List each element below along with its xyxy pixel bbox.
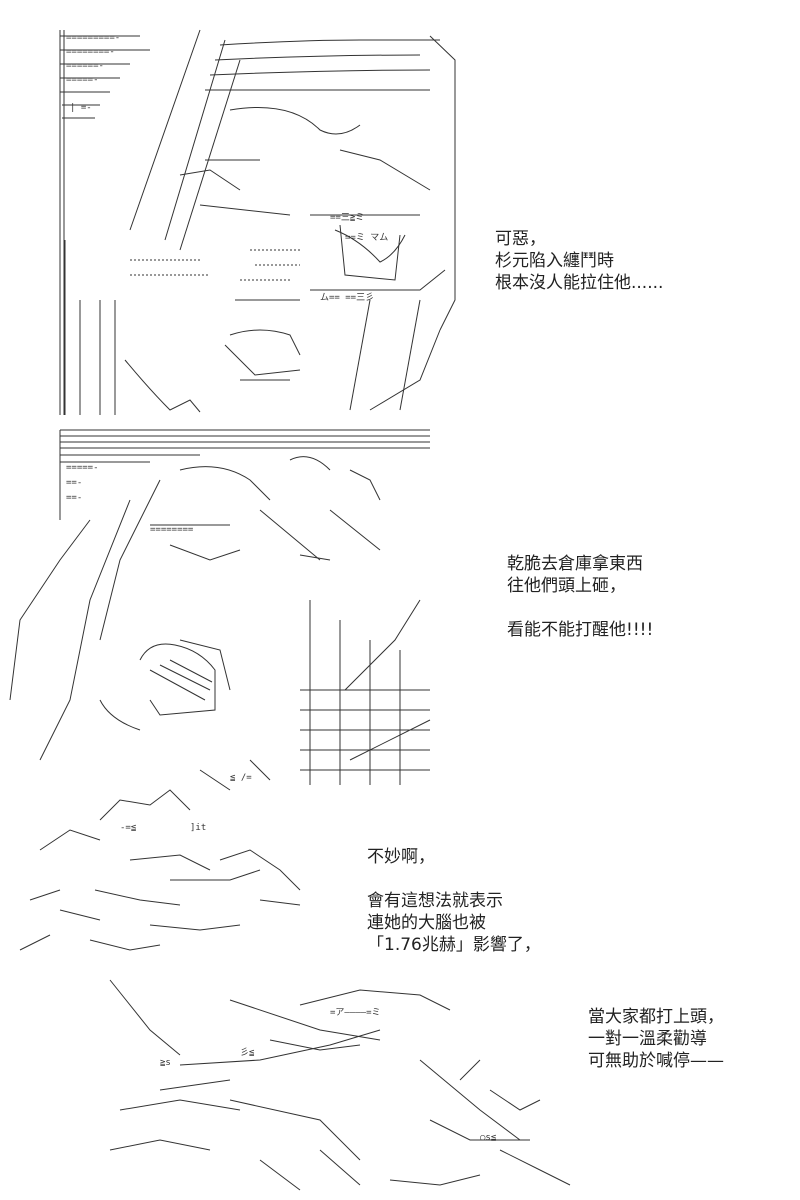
svg-text:=========-: =========- [66,33,120,43]
panel-4-dialog: 當大家都打上頭， 一對一溫柔勸導 可無助於喊停—— [588,1006,724,1072]
dialog-line: 根本沒人能拉住他...... [495,273,664,293]
svg-text:==-: ==- [66,493,82,503]
dialog-line: 會有這想法就表示 [367,891,503,911]
svg-text:==三≧ミ: ==三≧ミ [330,213,364,223]
dialog-line: 一對一溫柔勸導 [588,1029,707,1049]
svg-text:○s≦: ○s≦ [480,1133,497,1143]
dialog-line: 杉元陷入纏鬥時 [495,251,614,271]
svg-text:≧s: ≧s [160,1058,171,1068]
svg-text:=ア————=ミ: =ア————=ミ [330,1008,381,1018]
svg-text:======-: ======- [66,61,104,71]
panel-1-dialog: 可惡， 杉元陷入纏鬥時 根本沒人能拉住他...... [495,228,663,294]
dialog-line: 看能不能打醒他!!!! [507,620,654,640]
dialog-line: 連她的大腦也被 [367,913,486,933]
svg-text:ム== ==三彡: ム== ==三彡 [320,292,374,303]
dialog-line: 當大家都打上頭， [588,1007,724,1027]
svg-text:========: ======== [150,525,194,535]
svg-text:========-: ========- [66,47,115,57]
dialog-line: 可惡， [495,229,546,249]
dialog-line: 不妙啊， [367,847,435,867]
svg-text:≦ /=: ≦ /= [230,773,252,783]
dialog-line: 乾脆去倉庫拿東西 [507,554,643,574]
svg-text:=====-: =====- [66,463,99,473]
panel-3-dialog: 不妙啊， 會有這想法就表示 連她的大腦也被 「1.76兆赫」影響了， [367,846,541,956]
svg-text:| =-: | =- [70,103,92,113]
panel-2-dialog: 乾脆去倉庫拿東西 往他們頭上砸， 看能不能打醒他!!!! [507,553,653,641]
svg-text:]it: ]it [190,823,206,833]
svg-text:==-: ==- [66,478,82,488]
svg-text:-=≦: -=≦ [120,823,137,833]
dialog-gap [507,597,653,619]
dialog-line: 可無助於喊停—— [588,1051,724,1071]
svg-text:彡≦: 彡≦ [240,1047,255,1058]
dialog-line: 「1.76兆赫」影響了， [367,935,541,955]
dialog-line: 往他們頭上砸， [507,576,626,596]
svg-text:==ミ マム: ==ミ マム [345,232,388,243]
svg-text:=====-: =====- [66,75,99,85]
dialog-gap [367,868,541,890]
